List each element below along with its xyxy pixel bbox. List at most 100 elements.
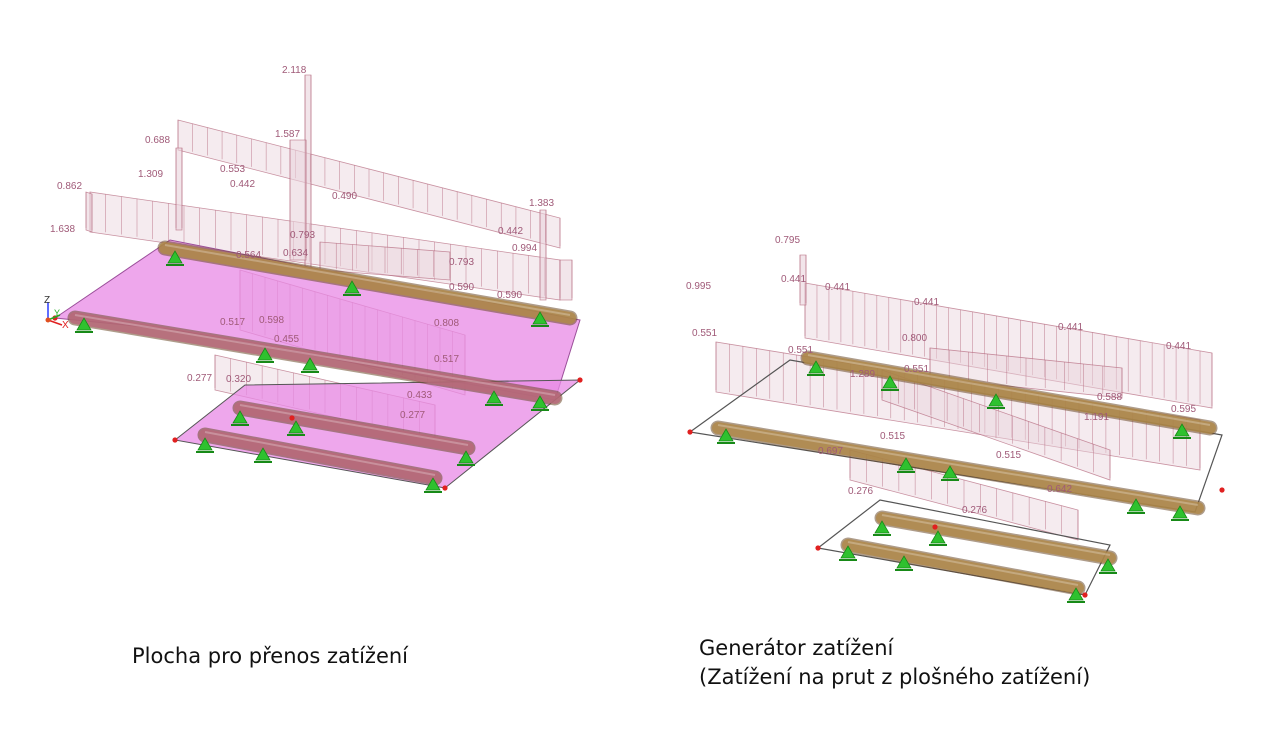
load-value-label: 1.309 — [138, 169, 163, 180]
support-icon — [874, 520, 890, 534]
support-icon — [808, 360, 824, 374]
left-model-load-transfer-surface: 2.118 0.688 1.587 1.309 0.553 0.862 0.442 0.490… — [50, 65, 583, 493]
support-icon — [425, 477, 441, 491]
support-icon — [882, 375, 898, 389]
caption-line-1: Generátor zatížení — [699, 636, 894, 660]
load-value-label: 1.191 — [1084, 412, 1109, 423]
load-value-label: 0.517 — [220, 317, 245, 328]
load-value-label: 0.551 — [788, 345, 813, 356]
node-point — [577, 377, 583, 383]
support-icon — [486, 390, 502, 404]
load-value-label: 0.697 — [818, 446, 843, 457]
load-value-label: 0.793 — [449, 257, 474, 268]
beam-lower-front-highlight — [204, 431, 436, 476]
load-value-label: 0.433 — [407, 390, 432, 401]
load-value-label: 0.442 — [498, 226, 523, 237]
load-value-label: 0.441 — [781, 274, 806, 285]
support-icon — [1174, 423, 1190, 437]
support-icon — [1100, 558, 1116, 572]
load-value-label: 0.515 — [880, 431, 905, 442]
support-icon — [840, 545, 856, 559]
load-value-label: 0.595 — [1171, 404, 1196, 415]
load-value-label: 0.551 — [904, 364, 929, 375]
load-value-label: 0.277 — [187, 373, 212, 384]
support-icon — [255, 447, 271, 461]
load-value-label: 0.590 — [449, 282, 474, 293]
load-value-label: 0.441 — [825, 282, 850, 293]
node-point — [815, 545, 821, 551]
load-value-label: 0.441 — [1166, 341, 1191, 352]
axis-x-label: X — [62, 320, 69, 331]
load-value-label: 0.793 — [290, 230, 315, 241]
node-point — [1082, 592, 1088, 598]
load-value-label: 0.276 — [962, 505, 987, 516]
support-icon — [898, 457, 914, 471]
node-point — [932, 524, 938, 530]
support-icon — [257, 347, 273, 361]
support-icon — [76, 317, 92, 331]
support-icon — [197, 437, 213, 451]
load-value-label: 0.642 — [1047, 484, 1072, 495]
load-value-label: 0.441 — [1058, 322, 1083, 333]
beam-middle-body — [712, 422, 1204, 514]
load-value-label: 0.455 — [274, 334, 299, 345]
load-value-label: 0.277 — [400, 410, 425, 421]
right-model-load-generator: 0.7950.4410.4410.4410.9950.4410.4410.551… — [686, 235, 1225, 603]
load-value-label: 1.587 — [275, 129, 300, 140]
load-value-label: 0.551 — [692, 328, 717, 339]
load-value-label: 0.564 — [236, 250, 261, 261]
load-diagram-panel — [559, 259, 573, 301]
support-icon — [1128, 498, 1144, 512]
support-icon — [532, 395, 548, 409]
load-value-label: 0.634 — [283, 248, 308, 259]
beam-lower-front-highlight — [847, 541, 1079, 586]
support-icon — [718, 428, 734, 442]
support-icon — [302, 357, 318, 371]
load-value-label: 0.995 — [686, 281, 711, 292]
load-value-label: 0.517 — [434, 354, 459, 365]
load-diagram-panel — [289, 139, 307, 261]
load-value-label: 0.276 — [848, 486, 873, 497]
caption-line-2: (Zatížení na prut z plošného zatížení) — [699, 665, 1091, 690]
load-value-label: 0.994 — [512, 243, 537, 254]
load-value-label: 0.515 — [996, 450, 1021, 461]
load-value-label: 1.638 — [50, 224, 75, 235]
support-icon — [1172, 505, 1188, 519]
beam-lower-front-body — [842, 539, 1084, 594]
load-value-label: 0.590 — [497, 290, 522, 301]
load-value-label: 0.795 — [775, 235, 800, 246]
beam-lower-back-highlight — [239, 404, 469, 446]
beam-middle-body — [69, 312, 561, 404]
support-icon — [930, 530, 946, 544]
support-icon — [532, 311, 548, 325]
load-value-label: 0.598 — [259, 315, 284, 326]
load-value-label: 2.118 — [282, 65, 307, 76]
beam-lower-back-body — [876, 512, 1116, 564]
load-value-label: 1.383 — [529, 198, 554, 209]
load-value-label: 0.490 — [332, 191, 357, 202]
support-icon — [896, 555, 912, 569]
load-diagram-panel — [175, 147, 183, 231]
load-value-label: 0.688 — [145, 135, 170, 146]
beam-top-body — [802, 352, 1216, 434]
node-point — [1219, 487, 1225, 493]
coordinate-axes-icon: Z Y X — [44, 295, 69, 331]
caption-load-transfer-surface: Plocha pro přenos zatížení — [132, 644, 409, 668]
load-diagram-panel — [85, 191, 93, 233]
node-point — [172, 437, 178, 443]
load-value-label: 0.553 — [220, 164, 245, 175]
support-icon — [167, 250, 183, 264]
beam-top-body — [159, 242, 576, 324]
caption-load-generator: Generátor zatížení (Zatížení na prut z p… — [699, 634, 1090, 693]
node-point — [687, 429, 693, 435]
beam-lower-back-body — [234, 402, 474, 454]
load-value-label: 0.862 — [57, 181, 82, 192]
load-diagram-panel — [539, 209, 547, 301]
beam-top-highlight — [807, 354, 1211, 426]
beam-lower-back-highlight — [881, 514, 1111, 556]
beam-top-highlight — [164, 244, 571, 316]
support-icon — [458, 450, 474, 464]
beam-lower-front-body — [199, 429, 441, 484]
node-point — [289, 415, 295, 421]
axis-z-label: Z — [44, 295, 50, 306]
